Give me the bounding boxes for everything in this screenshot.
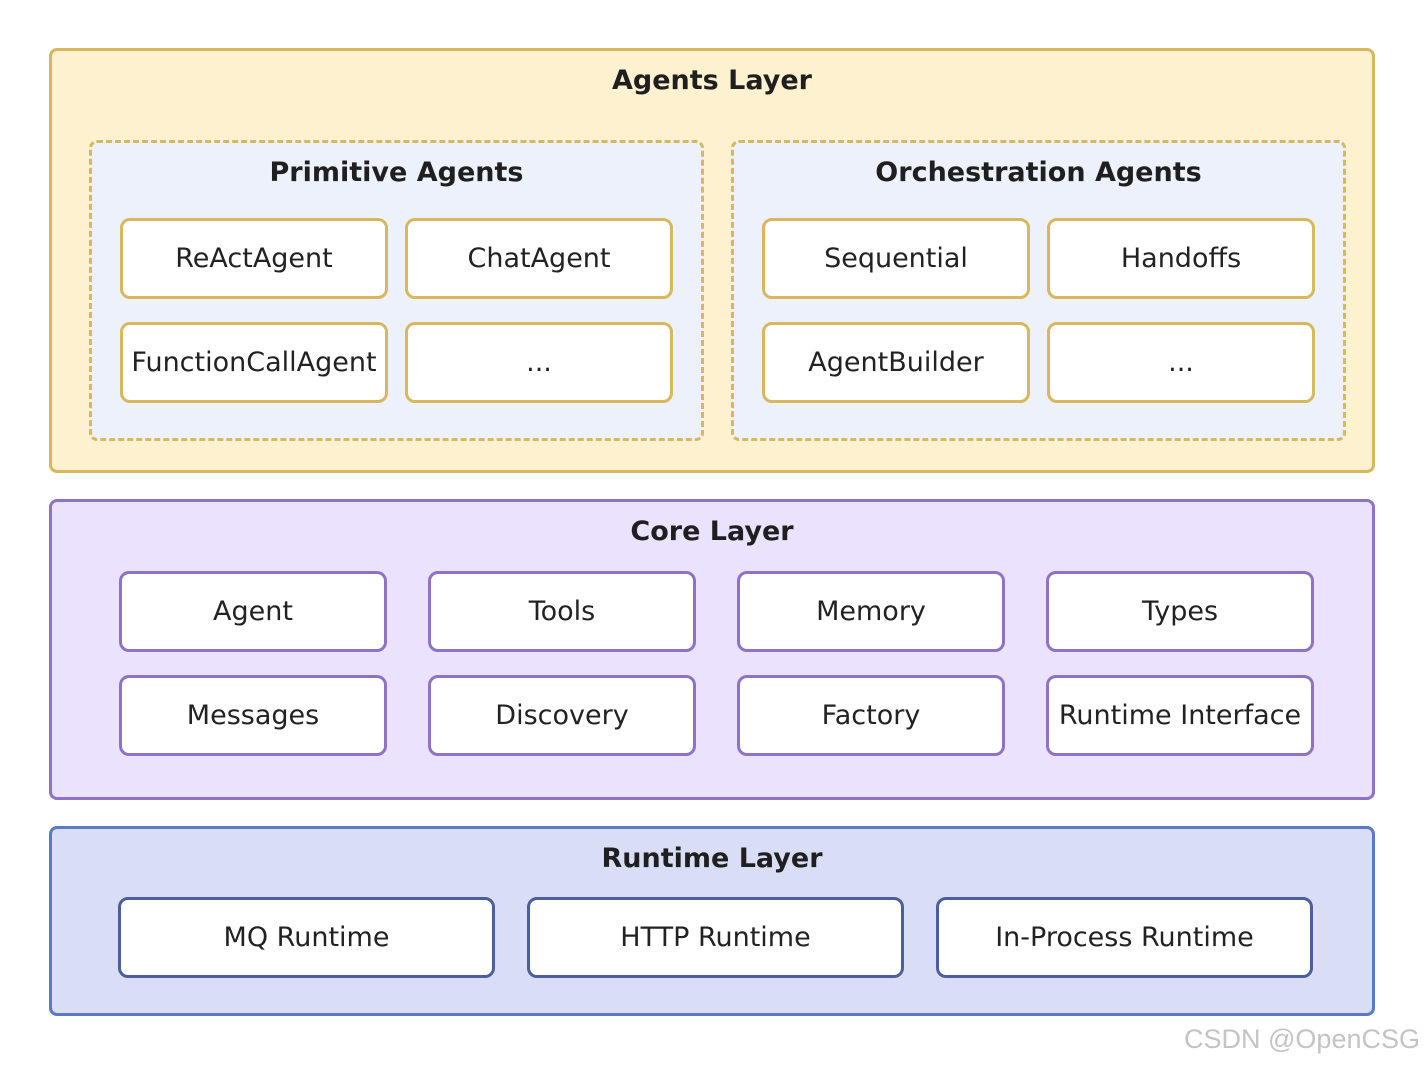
chat-agent-box: ChatAgent xyxy=(405,218,673,299)
watermark: CSDN @OpenCSG xyxy=(1184,1024,1420,1054)
primitive-more-box: ... xyxy=(405,322,673,403)
orchestration-more-box: ... xyxy=(1047,322,1315,403)
core-tools-box: Tools xyxy=(428,571,696,652)
sequential-box: Sequential xyxy=(762,218,1030,299)
core-discovery-box: Discovery xyxy=(428,675,696,756)
runtime-layer-title: Runtime Layer xyxy=(601,843,823,874)
mq-runtime-box: MQ Runtime xyxy=(118,897,495,978)
core-memory-box: Memory xyxy=(737,571,1005,652)
orchestration-agents-title: Orchestration Agents xyxy=(875,157,1202,188)
primitive-agents-group: Primitive Agents ReActAgent ChatAgent Fu… xyxy=(89,140,704,441)
runtime-layer: Runtime Layer MQ Runtime HTTP Runtime In… xyxy=(49,826,1375,1016)
orchestration-agents-group: Orchestration Agents Sequential Handoffs… xyxy=(731,140,1346,441)
core-layer: Core Layer Agent Tools Memory Types Mess… xyxy=(49,499,1375,800)
in-process-runtime-box: In-Process Runtime xyxy=(936,897,1313,978)
handoffs-box: Handoffs xyxy=(1047,218,1315,299)
core-factory-box: Factory xyxy=(737,675,1005,756)
core-runtime-interface-box: Runtime Interface xyxy=(1046,675,1314,756)
primitive-agents-title: Primitive Agents xyxy=(269,157,524,188)
core-agent-box: Agent xyxy=(119,571,387,652)
agents-layer-title: Agents Layer xyxy=(612,65,812,96)
core-messages-box: Messages xyxy=(119,675,387,756)
react-agent-box: ReActAgent xyxy=(120,218,388,299)
agents-layer: Agents Layer Primitive Agents ReActAgent… xyxy=(49,48,1375,473)
function-call-agent-box: FunctionCallAgent xyxy=(120,322,388,403)
http-runtime-box: HTTP Runtime xyxy=(527,897,904,978)
core-types-box: Types xyxy=(1046,571,1314,652)
core-layer-title: Core Layer xyxy=(630,516,794,547)
agent-builder-box: AgentBuilder xyxy=(762,322,1030,403)
